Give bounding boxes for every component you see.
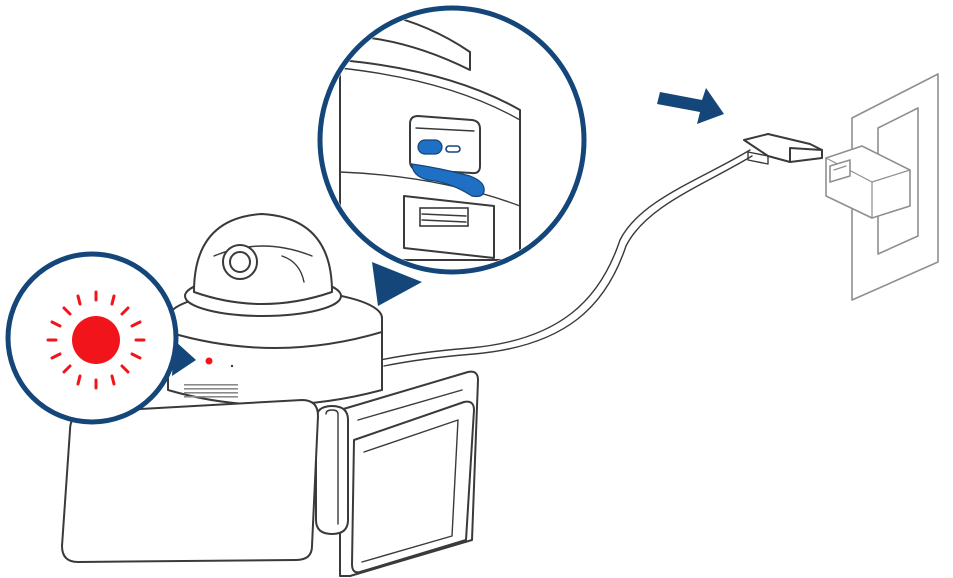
unplug-direction-arrow-icon — [657, 88, 724, 124]
status-light-callout — [8, 254, 196, 422]
usb-port-callout — [320, 8, 584, 306]
usb-a-plug-icon — [744, 134, 822, 164]
status-light-dot — [206, 358, 213, 365]
wall-power-adapter-icon — [826, 74, 938, 300]
